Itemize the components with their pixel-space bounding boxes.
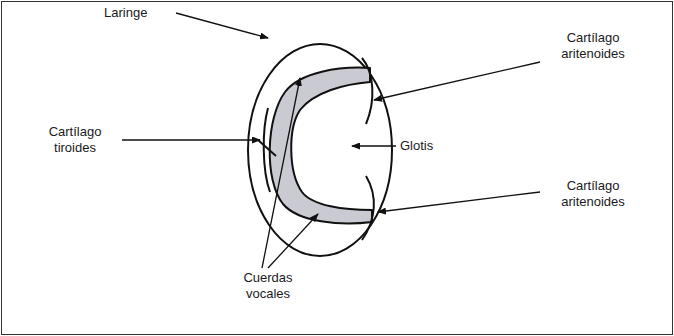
leader-arrow — [122, 139, 260, 140]
part-label: Cartílago tiroides — [30, 124, 120, 156]
leader-arrow — [268, 214, 318, 268]
part-label: Glotis — [400, 138, 433, 154]
thyroid-cartilage — [258, 140, 276, 156]
leader-arrow — [378, 192, 540, 212]
part-label: Laringe — [104, 5, 147, 21]
leader-arrow — [352, 145, 396, 146]
part-label: Cartílago aritenoides — [545, 30, 641, 62]
arytenoid-cartilage — [362, 58, 372, 124]
arytenoid-cartilage — [362, 176, 374, 240]
part-label: Cartílago aritenoides — [545, 178, 641, 210]
leader-arrow — [176, 13, 268, 38]
leader-arrow — [374, 62, 540, 100]
part-label: Cuerdas vocales — [228, 270, 308, 302]
larynx-outline — [248, 44, 392, 256]
